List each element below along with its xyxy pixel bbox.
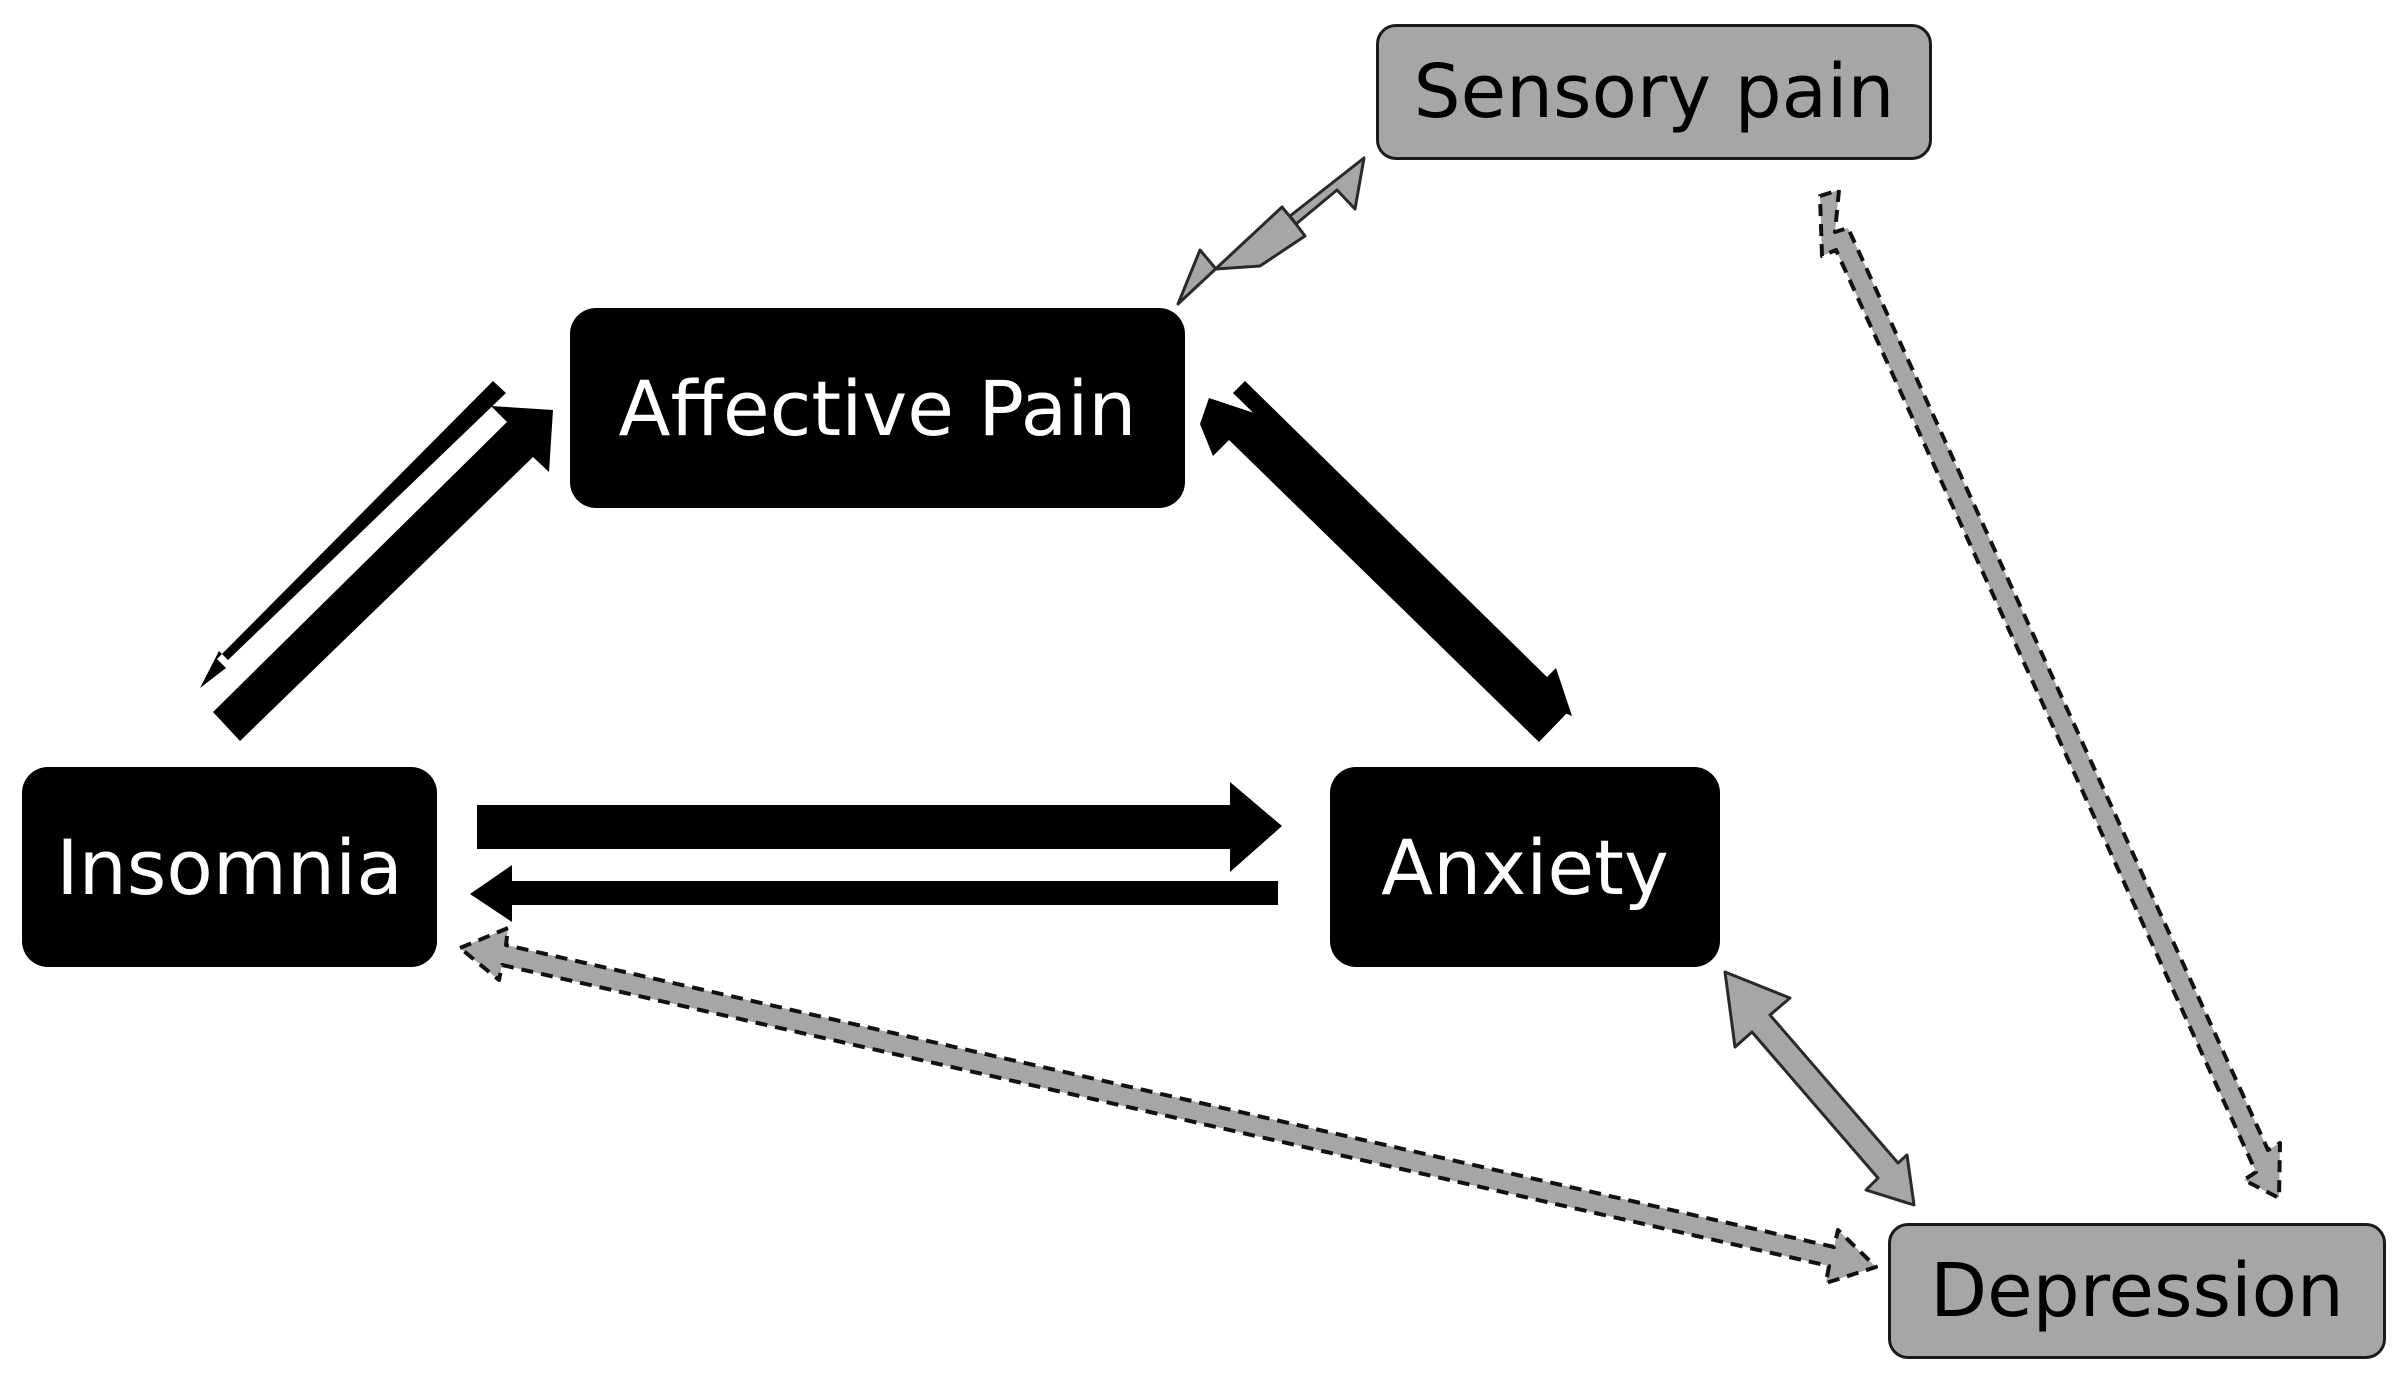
arrow-anxiety-to-insomnia bbox=[470, 865, 1278, 922]
insomnia-node: Insomnia bbox=[22, 767, 437, 967]
arrow-insomnia-to-affective-pain bbox=[213, 406, 553, 741]
arrow-insomnia-to-anxiety bbox=[477, 782, 1282, 872]
insomnia-label: Insomnia bbox=[56, 822, 403, 912]
anxiety-label: Anxiety bbox=[1381, 822, 1669, 912]
sensory-pain-node: Sensory pain bbox=[1376, 24, 1932, 160]
anxiety-node: Anxiety bbox=[1330, 767, 1720, 967]
sensory-pain-label: Sensory pain bbox=[1413, 49, 1895, 135]
arrow-anxiety-to-affective-pain bbox=[1200, 398, 1567, 742]
arrow-sensory-depression bbox=[1818, 188, 2282, 1200]
arrow-affective-pain-to-insomnia bbox=[200, 381, 506, 688]
arrow-affective-sensory bbox=[1176, 156, 1366, 306]
arrow-anxiety-depression bbox=[1723, 970, 1916, 1207]
affective-pain-node: Affective Pain bbox=[570, 308, 1185, 508]
affective-pain-label: Affective Pain bbox=[618, 363, 1137, 453]
arrow-insomnia-depression bbox=[458, 926, 1878, 1285]
arrow-affective-pain-to-anxiety bbox=[1233, 381, 1572, 716]
depression-node: Depression bbox=[1888, 1223, 2386, 1359]
depression-label: Depression bbox=[1930, 1248, 2344, 1334]
